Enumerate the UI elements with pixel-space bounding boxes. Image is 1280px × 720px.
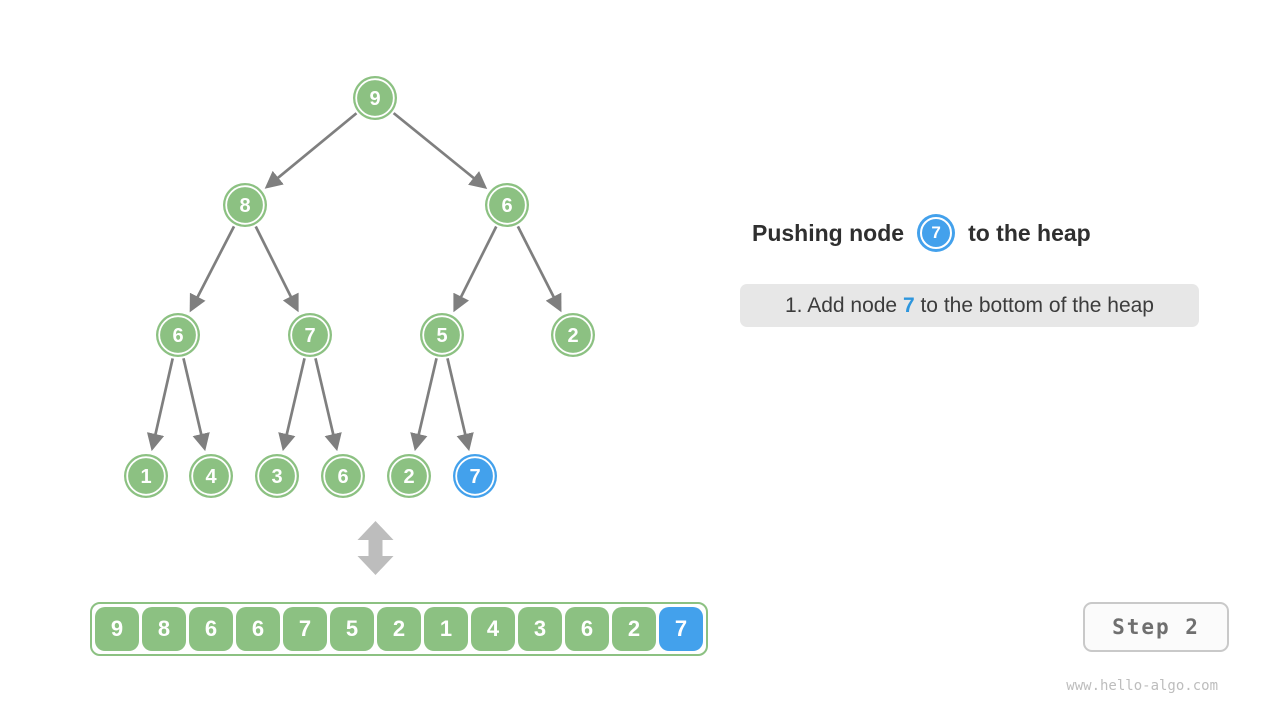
tree-edge [182,358,210,452]
tree-node-2: 2 [387,454,431,498]
array-cell-1: 8 [142,607,186,651]
instruction-text-2: to the bottom of the heap [914,293,1154,317]
tree-node-6: 6 [485,183,529,227]
svg-text:2: 2 [567,325,578,347]
array-cell-2: 6 [189,607,233,651]
svg-text:3: 3 [271,466,282,488]
caption-title: Pushing node 7 to the heap [752,211,1091,255]
tree-edge [446,358,474,452]
tree-edge [392,112,488,189]
tree-node-1: 1 [124,454,168,498]
array-cell-0: 9 [95,607,139,651]
tree-nodes: 9 8 6 6 7 5 2 1 4 3 6 2 7 [124,76,595,498]
heap-tree-svg: 9 8 6 6 7 5 2 1 4 3 6 2 7 [124,76,595,575]
array-cell-12: 7 [659,607,703,651]
svg-text:6: 6 [172,325,183,347]
tree-node-6: 6 [321,454,365,498]
tree-edge [278,358,306,452]
tree-node-6: 6 [156,313,200,357]
tree-node-4: 4 [189,454,233,498]
tree-edges [146,112,562,452]
tree-node-3: 3 [255,454,299,498]
instruction-text-1: 1. Add node [785,293,903,317]
array-cell-9: 3 [518,607,562,651]
svg-text:5: 5 [436,325,447,347]
array-cell-10: 6 [565,607,609,651]
tree-node-9: 9 [353,76,397,120]
tree-edge [314,358,342,452]
svg-text:6: 6 [337,466,348,488]
instruction-box: 1. Add node 7 to the bottom of the heap [740,284,1199,327]
tree-array-swap-arrow-icon [357,521,394,575]
tree-node-7: 7 [288,313,332,357]
pushed-node-badge: 7 [920,217,953,249]
tree-edge [146,358,175,452]
svg-text:2: 2 [403,466,414,488]
array-cell-11: 2 [612,607,656,651]
svg-text:9: 9 [369,88,380,110]
array-cell-3: 6 [236,607,280,651]
tree-node-2: 2 [551,313,595,357]
title-prefix: Pushing node [752,219,905,246]
array-cell-5: 5 [330,607,374,651]
svg-text:6: 6 [501,195,512,217]
tree-edge [189,225,236,313]
svg-text:4: 4 [205,466,217,488]
tree-edge [254,225,299,313]
svg-text:7: 7 [469,466,480,488]
tree-edge [410,358,438,452]
tree-edge [264,112,358,189]
watermark-url: www.hello-algo.com [1066,678,1218,694]
array-cell-4: 7 [283,607,327,651]
svg-text:7: 7 [304,325,315,347]
tree-edge [453,225,498,313]
pushed-node-value: 7 [931,223,941,242]
svg-text:8: 8 [239,195,250,217]
tree-edge [516,225,562,313]
tree-node-7-highlighted: 7 [453,454,497,498]
array-cell-8: 4 [471,607,515,651]
tree-node-8: 8 [223,183,267,227]
array-cell-6: 2 [377,607,421,651]
instruction-highlight-value: 7 [902,293,915,317]
title-suffix: to the heap [968,219,1091,246]
step-badge: Step 2 [1083,602,1229,652]
svg-text:1: 1 [140,466,151,488]
tree-node-5: 5 [420,313,464,357]
array-cell-7: 1 [424,607,468,651]
